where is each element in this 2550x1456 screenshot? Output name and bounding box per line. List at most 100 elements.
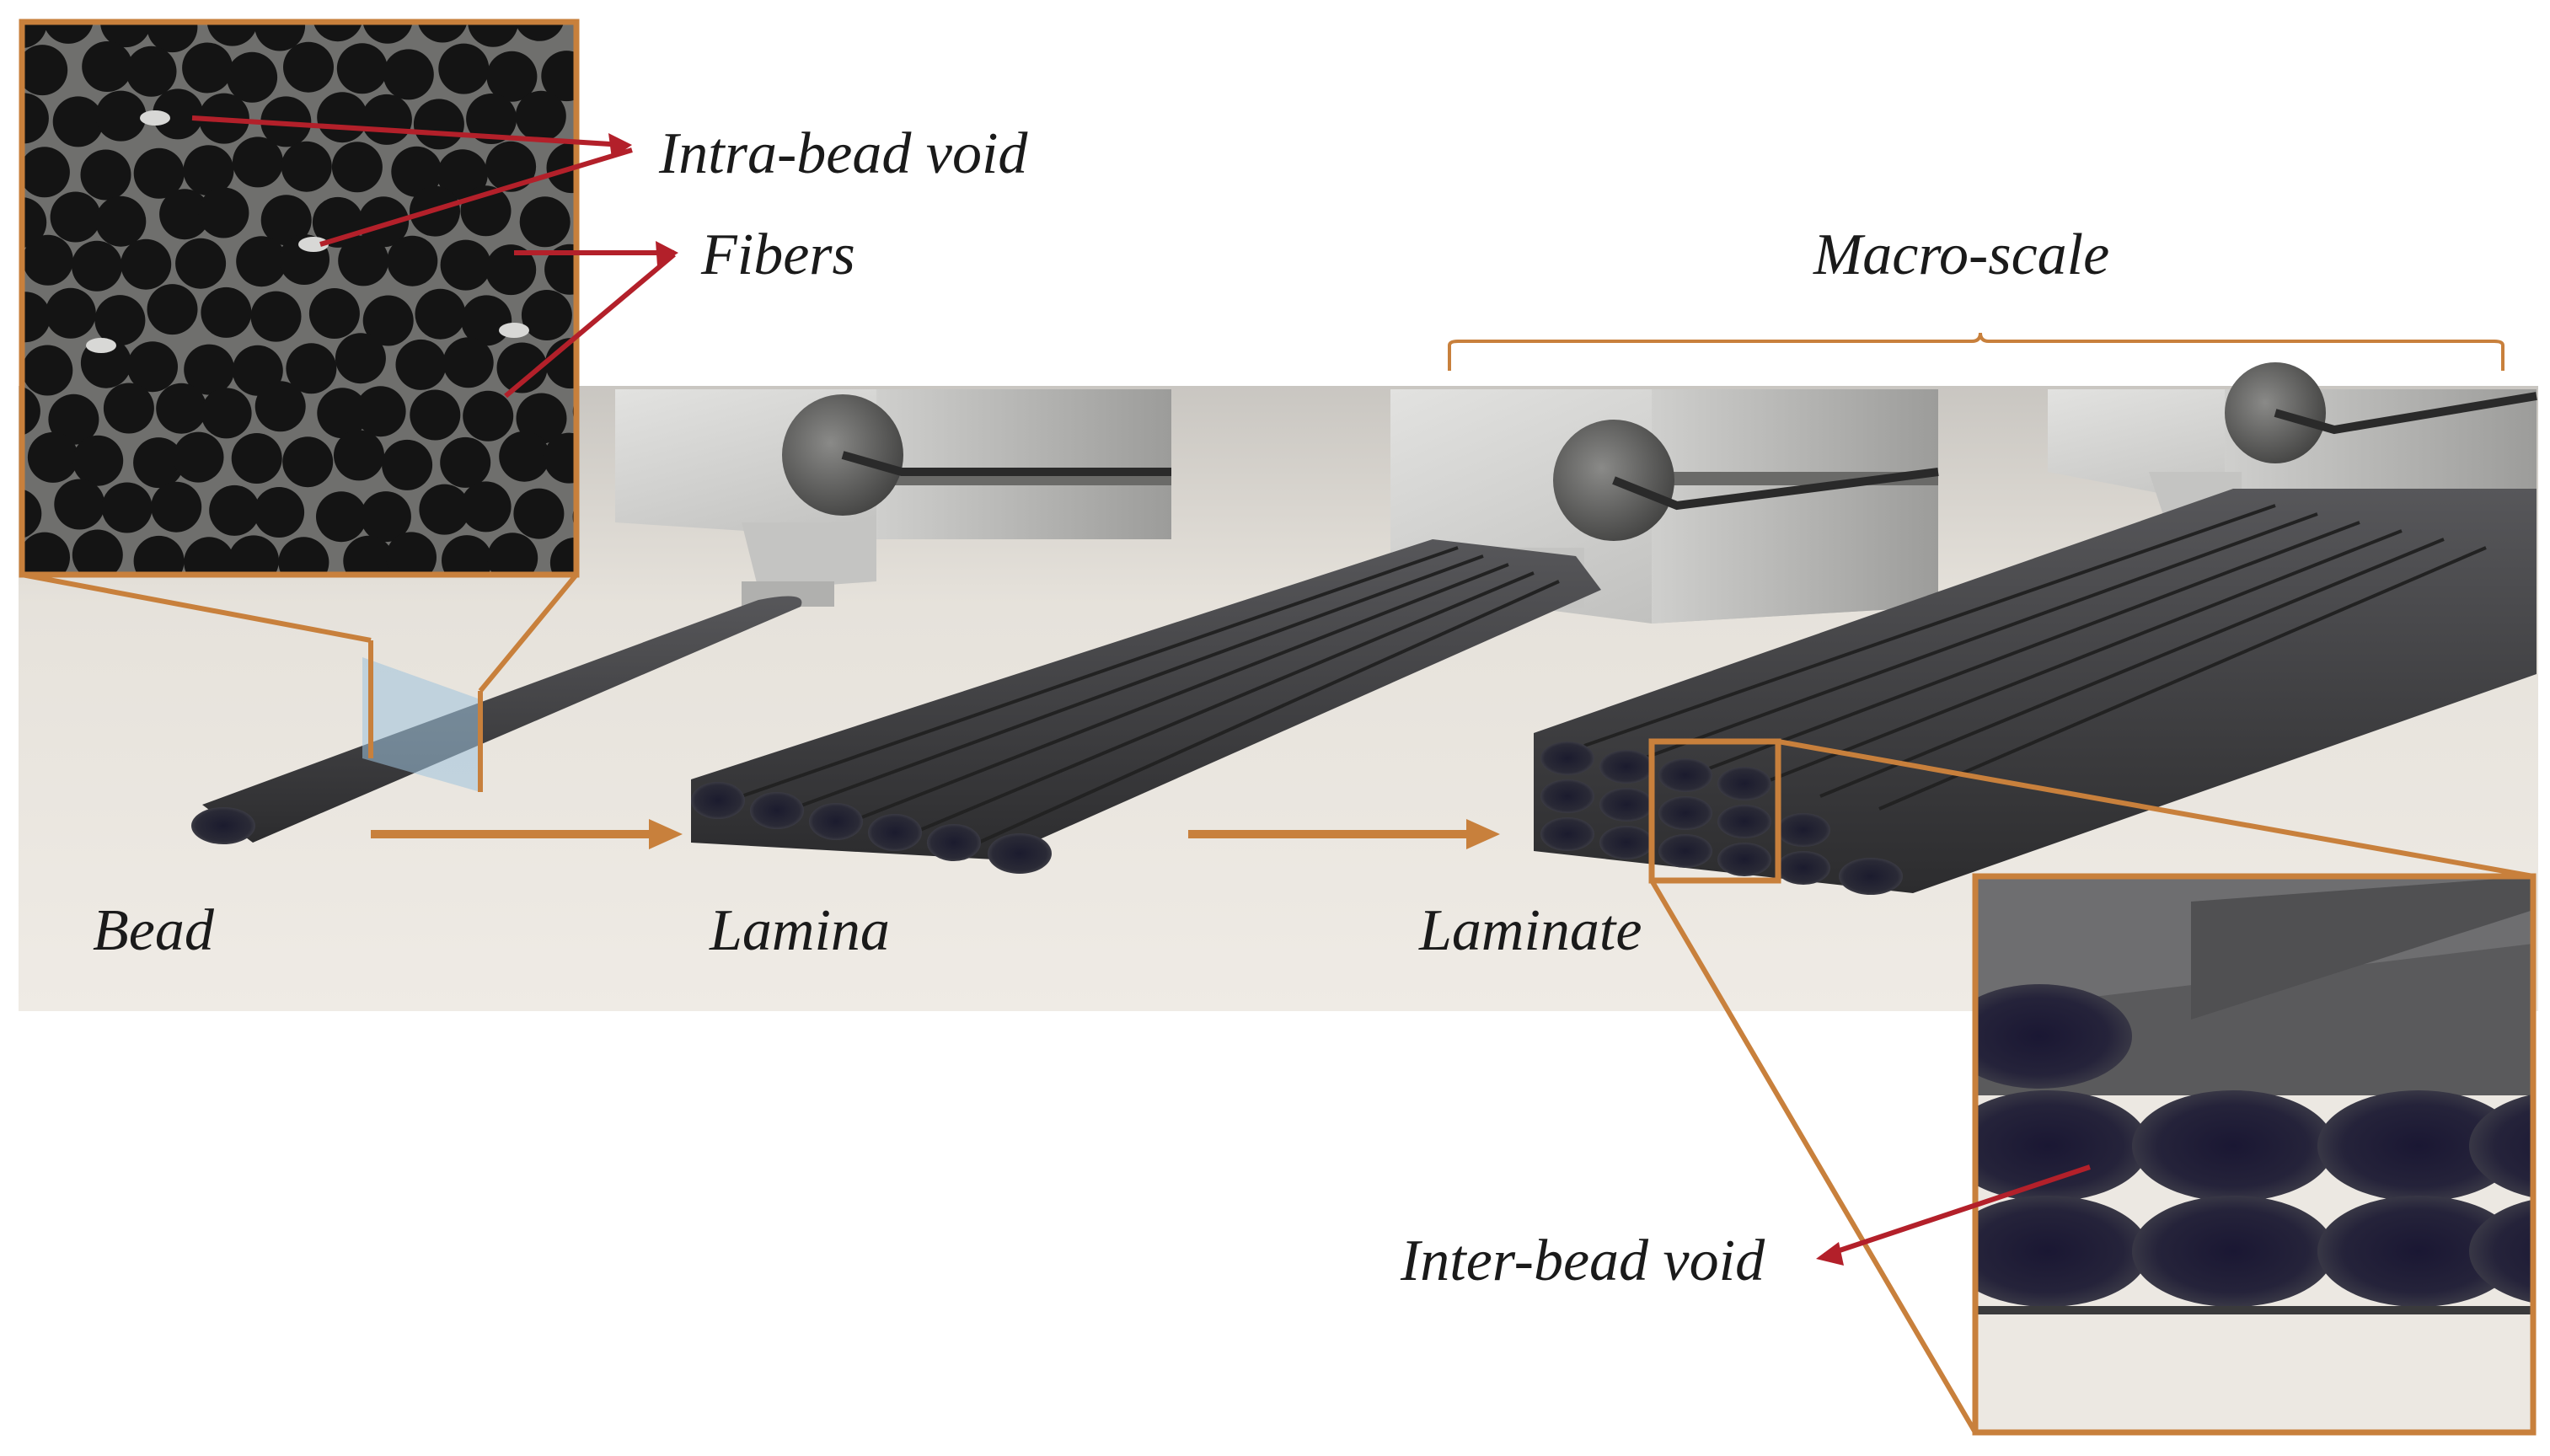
fiber <box>201 286 252 338</box>
fiber <box>496 342 548 393</box>
fiber <box>127 341 178 393</box>
fiber <box>541 51 576 102</box>
fiber <box>231 433 282 484</box>
fiber <box>575 106 576 123</box>
fiber <box>45 287 96 339</box>
fiber <box>147 284 198 335</box>
fiber <box>52 96 104 147</box>
fiber <box>417 22 468 43</box>
fiber <box>209 484 260 536</box>
fiber <box>133 535 185 575</box>
fiber <box>440 239 491 291</box>
fiber <box>22 234 73 286</box>
fiber <box>173 431 224 483</box>
fiber <box>54 479 105 530</box>
fiber <box>463 390 514 442</box>
fiber <box>198 187 249 238</box>
fiber <box>486 51 538 102</box>
fiber <box>515 22 565 41</box>
fiber <box>101 482 153 533</box>
laminate-stack <box>1534 489 2537 895</box>
fiber <box>22 147 70 198</box>
fiber <box>22 197 47 248</box>
print-head-1 <box>615 389 1171 607</box>
fiber <box>126 46 177 97</box>
fiber <box>282 436 334 488</box>
fiber <box>549 537 576 575</box>
fiber <box>308 288 360 339</box>
fiber <box>355 386 406 437</box>
fiber <box>395 339 447 390</box>
fiber <box>487 533 538 575</box>
fiber <box>413 99 464 150</box>
fiber <box>544 244 576 295</box>
fiber <box>159 189 211 240</box>
fiber <box>360 491 411 543</box>
fiber <box>499 431 550 482</box>
macro-scale-label: Macro-scale <box>1813 222 2110 287</box>
fiber <box>410 389 461 441</box>
intra-bead-void <box>298 237 329 252</box>
fibers-pointers <box>504 241 678 399</box>
fiber <box>317 92 368 143</box>
fiber <box>383 49 434 100</box>
bead-filament <box>191 596 802 844</box>
fiber <box>184 537 235 575</box>
fiber <box>182 42 233 94</box>
fiber <box>22 345 73 396</box>
fiber <box>576 187 627 238</box>
fiber <box>133 437 185 489</box>
fiber <box>95 90 147 142</box>
fiber <box>382 439 433 490</box>
fiber <box>156 383 207 434</box>
fiber <box>316 491 367 543</box>
fiber <box>260 195 312 246</box>
intra-bead-void <box>499 323 529 338</box>
intra-bead-void-label: Intra-bead void <box>659 121 1028 186</box>
intra-bead-void <box>140 110 170 126</box>
fiber <box>22 93 49 144</box>
fiber <box>227 51 278 103</box>
fiber <box>485 244 537 296</box>
inter-bead-void-pointer <box>1816 1164 2091 1266</box>
fiber <box>391 146 442 197</box>
fiber <box>485 141 537 192</box>
fibers-label: Fibers <box>701 222 855 287</box>
fiber <box>121 238 172 290</box>
fiber <box>283 41 334 93</box>
fiber <box>362 22 413 44</box>
fiber <box>175 238 227 289</box>
macro-scale-brace <box>1448 332 2504 371</box>
fiber <box>440 436 491 488</box>
fiber <box>278 537 329 575</box>
fiber <box>437 149 488 201</box>
lamina-label: Lamina <box>710 898 890 963</box>
fiber <box>513 488 565 539</box>
fiber <box>95 195 147 247</box>
fiber <box>254 487 305 538</box>
fiber <box>133 147 185 199</box>
fiber <box>597 42 648 93</box>
fiber <box>80 149 131 201</box>
fiber <box>387 235 438 286</box>
fiber <box>254 22 306 51</box>
fiber <box>578 3 629 54</box>
fiber <box>343 535 394 575</box>
fiber <box>546 142 576 194</box>
fiber <box>286 343 337 394</box>
fiber <box>48 393 99 445</box>
fiber <box>183 145 234 196</box>
fiber <box>544 432 576 484</box>
fiber <box>72 240 122 292</box>
fiber <box>82 41 133 92</box>
fiber <box>27 431 78 483</box>
fiber <box>317 388 368 439</box>
fiber <box>281 141 332 192</box>
fiber <box>22 45 68 96</box>
lamina-rods <box>691 539 1601 874</box>
fiber <box>521 290 572 340</box>
fiber <box>419 484 470 535</box>
fiber <box>201 388 252 439</box>
fiber <box>442 337 494 388</box>
